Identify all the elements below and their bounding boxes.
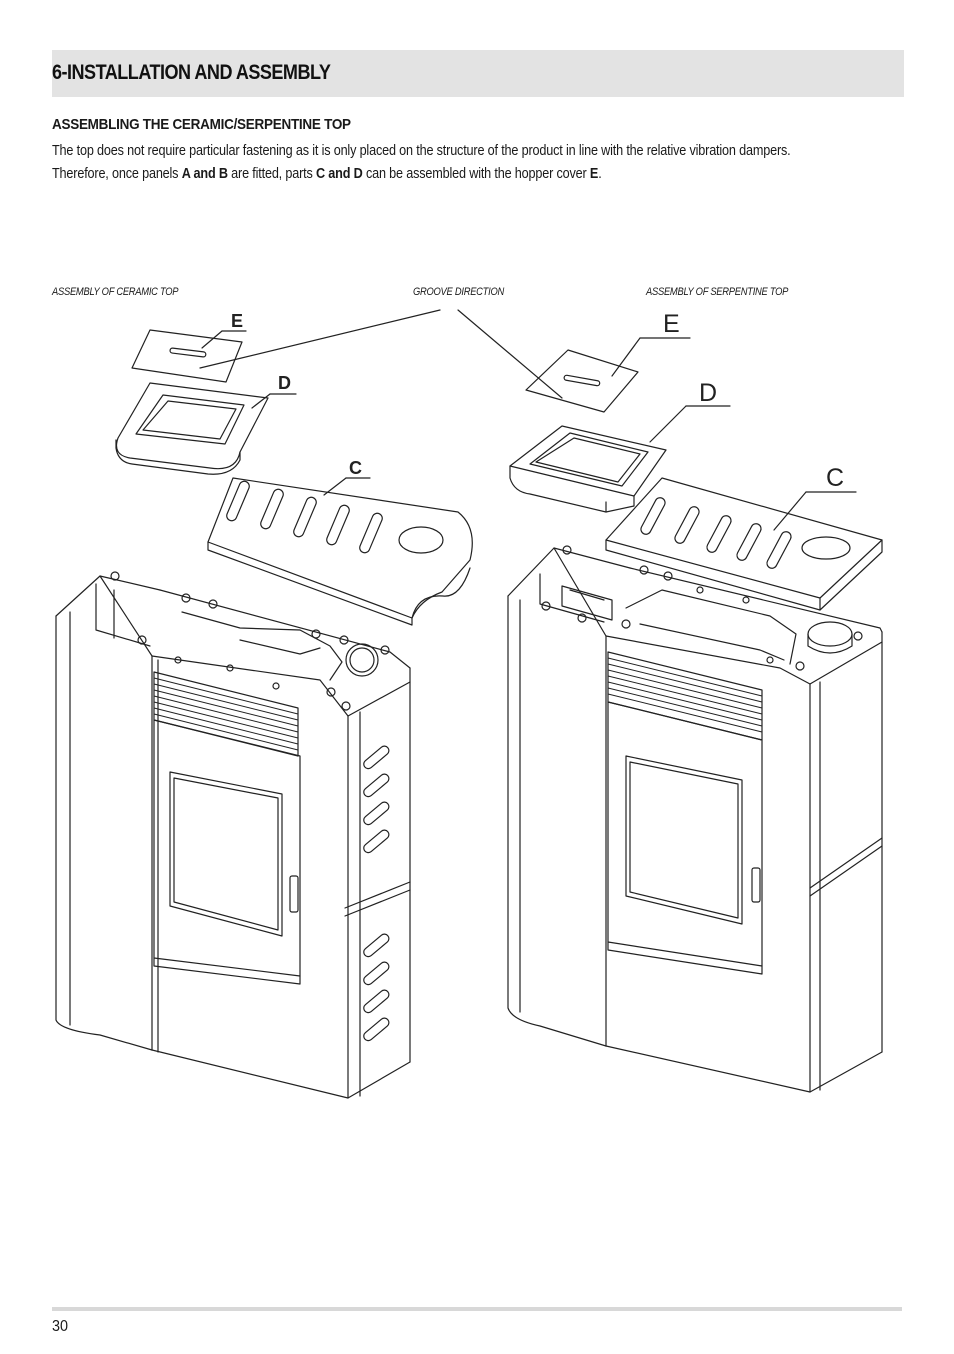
paragraph-line-1: The top does not require particular fast… — [52, 143, 791, 159]
serpentine-frame-d — [509, 425, 667, 513]
label-e-ceramic: E — [231, 311, 243, 331]
parts-ref: C and D — [315, 166, 363, 182]
serpentine-stove-body — [507, 545, 883, 1093]
panels-ref: A and B — [181, 166, 228, 182]
paragraph-line-2-part: can be assembled with the hopper cover — [362, 166, 590, 182]
paragraph-line-2-part: are fitted, parts — [227, 166, 316, 182]
serpentine-top-c — [605, 477, 883, 611]
page-number: 30 — [52, 1318, 69, 1335]
serpentine-labels — [611, 337, 857, 531]
label-c-ceramic: C — [349, 458, 362, 478]
paragraph-line-2-part: Therefore, once panels — [52, 166, 182, 182]
ceramic-hopper-cover-e — [131, 329, 243, 383]
label-d-ceramic: D — [278, 373, 291, 393]
ceramic-top-c — [207, 477, 473, 626]
ceramic-labels — [201, 330, 371, 496]
section-header-bar: 6-INSTALLATION AND ASSEMBLY — [52, 50, 904, 97]
instruction-paragraph: The top does not require particular fast… — [52, 140, 908, 186]
caption-serpentine-top: ASSEMBLY OF SERPENTINE TOP — [646, 286, 789, 298]
ceramic-stove-body — [55, 571, 411, 1099]
serpentine-hopper-cover-e — [525, 349, 639, 413]
label-c-serpentine: C — [826, 464, 844, 492]
caption-groove-direction: GROOVE DIRECTION — [413, 286, 504, 298]
subsection-title: ASSEMBLING THE CERAMIC/SERPENTINE TOP — [52, 116, 351, 133]
label-d-serpentine: D — [699, 379, 717, 407]
paragraph-line-2-part: . — [598, 166, 602, 182]
hopper-cover-ref: E — [589, 166, 599, 182]
caption-ceramic-top: ASSEMBLY OF CERAMIC TOP — [52, 286, 179, 298]
footer-rule — [52, 1307, 902, 1311]
ceramic-frame-d — [115, 382, 269, 475]
groove-direction-leaders — [199, 309, 563, 399]
section-title: 6-INSTALLATION AND ASSEMBLY — [52, 61, 331, 84]
label-e-serpentine: E — [663, 310, 680, 338]
